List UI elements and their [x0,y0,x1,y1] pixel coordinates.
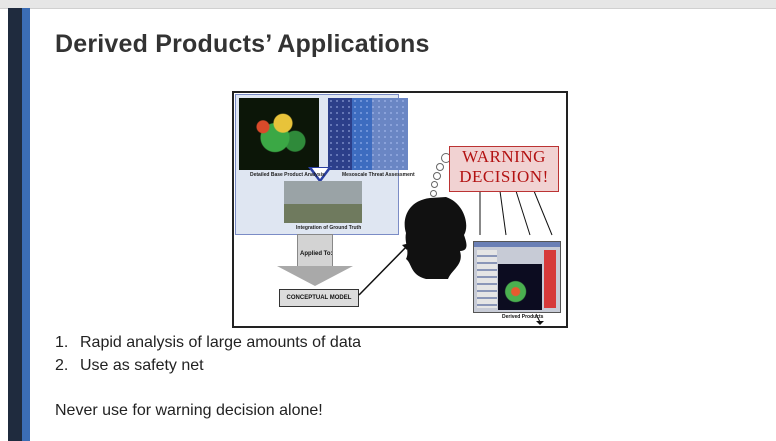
list-text: Rapid analysis of large amounts of data [80,334,362,351]
bullet-list: 1. Rapid analysis of large amounts of dat… [55,331,361,377]
derived-products-display [473,241,561,313]
warning-label: WARNING [462,147,546,166]
slide-title: Derived Products’ Applications [55,30,430,58]
list-number: 1. [55,334,69,351]
slide-accent-bar-blue [22,8,30,441]
conceptual-model-box: CONCEPTUAL MODEL [279,289,359,307]
decision-label: DECISION! [459,167,549,186]
list-item: 2. Use as safety net [55,354,361,377]
warning-note: Never use for warning decision alone! [55,402,323,419]
figure-connectors [358,190,553,325]
diagonal-arrow-line [358,242,411,296]
caption-mesoscale: Mesoscale Threat Assessment [342,172,415,178]
slide-accent-bar-dark [8,8,22,441]
derived-product-map [498,264,542,310]
base-product-radar-image [239,98,319,170]
caption-ground-truth: Integration of Ground Truth [296,225,362,231]
derived-products-figure: Detailed Base Product Analysis Mesoscale… [232,91,568,328]
analysis-panel: Detailed Base Product Analysis Mesoscale… [235,94,415,235]
thought-bubble [430,190,437,197]
list-text: Use as safety net [80,357,204,374]
list-number: 2. [55,357,69,374]
mesoscale-radar-image [328,98,408,170]
thought-bubble [431,181,438,188]
human-head-silhouette-icon [404,197,467,279]
warning-decision-box: WARNING DECISION! [449,146,559,192]
caption-base-product: Detailed Base Product Analysis [250,172,325,178]
ground-truth-photo [284,181,362,223]
thought-bubble [436,163,444,171]
top-rule [0,0,776,9]
down-arrow-icon [277,266,353,286]
thought-bubble [433,172,441,180]
applied-arrow-shaft [297,234,333,267]
caption-derived-products: Derived Products [502,314,544,320]
down-triangle-inner [312,168,328,179]
list-item: 1. Rapid analysis of large amounts of dat… [55,331,361,354]
applied-to-label: Applied To: [300,251,333,257]
